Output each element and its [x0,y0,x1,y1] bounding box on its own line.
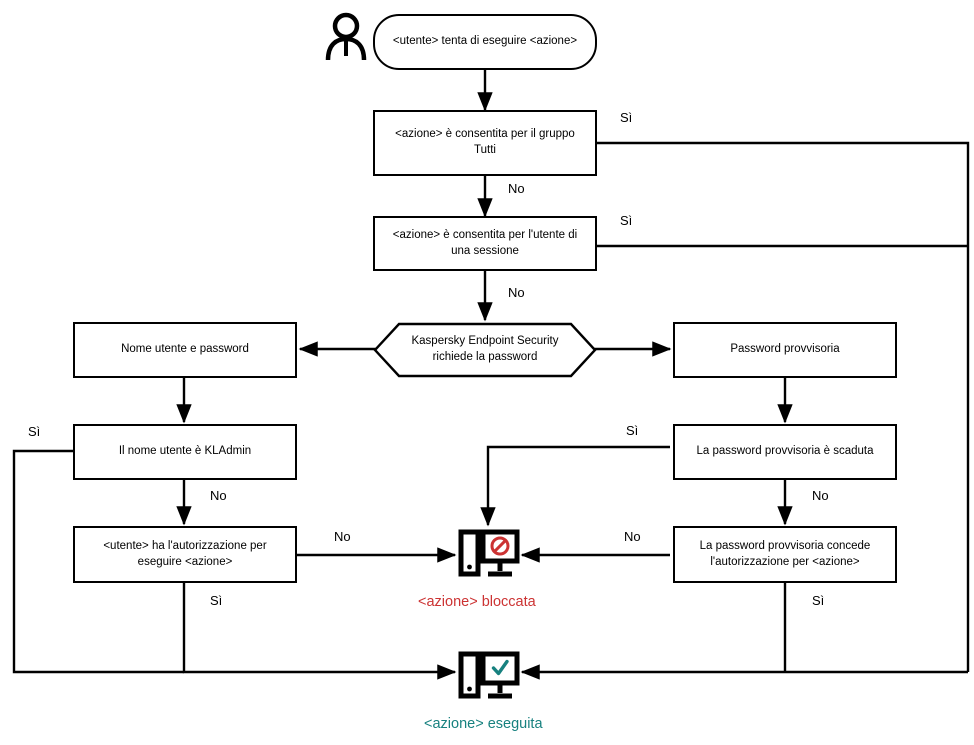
node-allowed-all-label: <azione> è consentita per il gruppo Tutt… [395,128,575,156]
computer-blocked-icon [458,528,520,585]
edge-kladmin-yes [12,449,184,674]
node-kes-password-prompt[interactable]: Kaspersky Endpoint Security richiede la … [373,322,597,378]
edge-user-perm-yes [182,583,457,680]
node-allowed-session-label: <azione> è consentita per l'utente di un… [392,228,578,257]
edge-label-temp-expired-no: No [812,488,829,503]
edge-label-allowed-all-yes: Sì [620,110,633,125]
user-icon [325,12,367,67]
node-kes-password-prompt-label: Kaspersky Endpoint Security richiede la … [411,335,559,363]
edge-temp-expired-yes [480,445,670,527]
edge-label-kladmin-yes: Sì [28,424,41,439]
node-allowed-all[interactable]: <azione> è consentita per il gruppo Tutt… [373,110,597,176]
node-user-password[interactable]: Nome utente e password [73,322,297,378]
node-start[interactable]: <utente> tenta di eseguire <azione> [373,14,597,70]
node-user-has-permission[interactable]: <utente> ha l'autorizzazione per eseguir… [73,526,297,583]
node-is-kladmin[interactable]: Il nome utente è KLAdmin [73,424,297,480]
node-temp-expired[interactable]: La password provvisoria è scaduta [673,424,897,480]
node-temp-password[interactable]: Password provvisoria [673,322,897,378]
edge-label-allowed-session-no: No [508,285,525,300]
edge-label-allowed-session-yes: Sì [620,213,633,228]
node-user-password-label: Nome utente e password [121,343,249,356]
edge-label-allowed-all-no: No [508,181,525,196]
node-user-has-permission-label: <utente> ha l'autorizzazione per eseguir… [103,539,267,568]
node-start-label: <utente> tenta di eseguire <azione> [392,35,578,48]
hexagon-shape [373,322,597,378]
edge-label-temp-grants-yes: Sì [812,593,825,608]
node-allowed-session[interactable]: <azione> è consentita per l'utente di un… [373,216,597,271]
node-temp-expired-label: La password provvisoria è scaduta [696,445,874,458]
edge-label-user-perm-no: No [334,529,351,544]
edge-allowed-all-yes [596,141,970,672]
executed-label: <azione> eseguita [424,716,543,732]
edge-label-temp-grants-no: No [624,529,641,544]
node-temp-grants-permission-label: La password provvisoria concede l'autori… [699,539,871,568]
computer-check-icon [458,650,520,707]
edge-label-kladmin-no: No [210,488,227,503]
node-temp-password-label: Password provvisoria [730,343,840,356]
edge-label-temp-expired-yes: Sì [626,423,639,438]
blocked-label: <azione> bloccata [418,594,536,610]
node-is-kladmin-label: Il nome utente è KLAdmin [118,445,252,458]
edge-label-user-perm-yes: Sì [210,593,223,608]
node-temp-grants-permission[interactable]: La password provvisoria concede l'autori… [673,526,897,583]
